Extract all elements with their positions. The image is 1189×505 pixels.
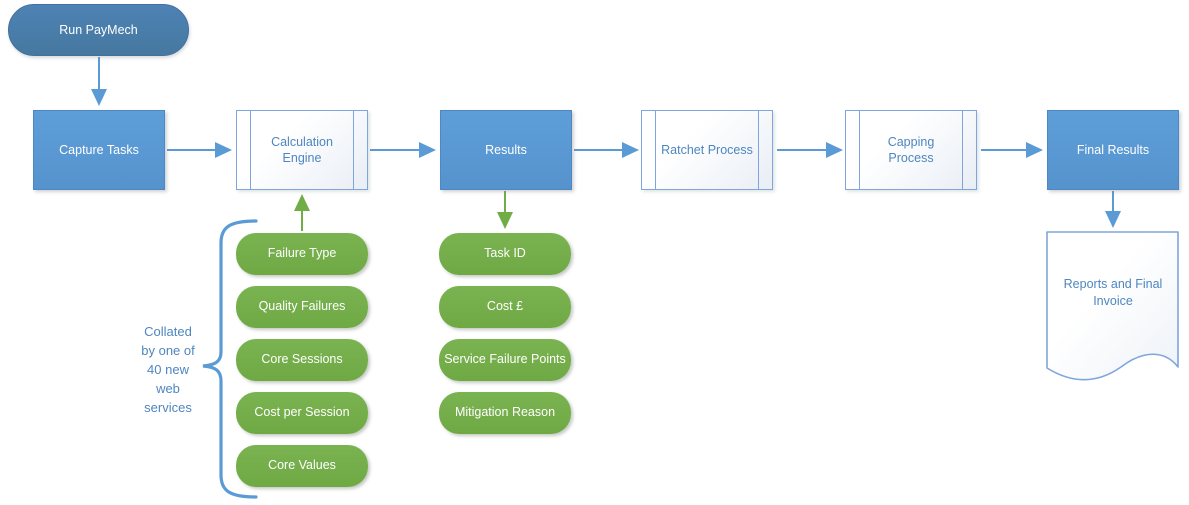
engine-input-pill: Failure Type — [236, 233, 368, 275]
results-output-pill: Task ID — [439, 233, 571, 275]
capture-tasks-node: Capture Tasks — [33, 110, 165, 190]
final-results-label: Final Results — [1076, 142, 1150, 157]
capping-process-label: Capping Process — [887, 134, 935, 165]
engine-input-label: Cost per Session — [254, 405, 350, 420]
final-results-node: Final Results — [1047, 110, 1179, 190]
predef-left-bar — [250, 111, 251, 189]
ratchet-process-node: Ratchet Process — [641, 110, 773, 190]
collation-annotation: Collated by one of 40 new web services — [141, 324, 195, 415]
engine-input-label: Core Values — [268, 458, 336, 473]
ratchet-process-label: Ratchet Process — [661, 142, 753, 157]
start-label: Run PayMech — [59, 22, 138, 37]
results-outputs-list: Task ID Cost £ Service Failure Points Mi… — [439, 233, 571, 434]
results-output-label: Mitigation Reason — [454, 405, 556, 420]
start-node: Run PayMech — [8, 4, 189, 56]
engine-input-pill: Core Values — [236, 445, 368, 487]
calculation-engine-label: Calculation Engine — [271, 134, 333, 165]
engine-input-pill: Cost per Session — [236, 392, 368, 434]
engine-inputs-list: Failure Type Quality Failures Core Sessi… — [236, 233, 368, 487]
reports-document-node: Reports and Final Invoice — [1046, 231, 1180, 383]
results-output-label: Task ID — [484, 246, 526, 261]
engine-input-label: Core Sessions — [261, 352, 343, 367]
predef-right-bar — [353, 111, 354, 189]
reports-document-label: Reports and Final Invoice — [1063, 277, 1163, 308]
engine-input-pill: Quality Failures — [236, 286, 368, 328]
results-output-label: Service Failure Points — [444, 352, 566, 367]
document-shape — [1046, 231, 1179, 381]
engine-input-label: Quality Failures — [258, 299, 346, 314]
results-output-pill: Mitigation Reason — [439, 392, 571, 434]
results-output-label: Cost £ — [486, 299, 524, 314]
engine-input-pill: Core Sessions — [236, 339, 368, 381]
results-node: Results — [440, 110, 572, 190]
predef-right-bar — [962, 111, 963, 189]
predef-left-bar — [859, 111, 860, 189]
capping-process-node: Capping Process — [845, 110, 977, 190]
calculation-engine-node: Calculation Engine — [236, 110, 368, 190]
predef-left-bar — [655, 111, 656, 189]
results-label: Results — [485, 142, 527, 157]
capture-tasks-label: Capture Tasks — [59, 142, 139, 157]
results-output-pill: Cost £ — [439, 286, 571, 328]
predef-right-bar — [758, 111, 759, 189]
results-output-pill: Service Failure Points — [439, 339, 571, 381]
engine-input-label: Failure Type — [267, 246, 337, 261]
grouping-brace — [202, 219, 258, 499]
